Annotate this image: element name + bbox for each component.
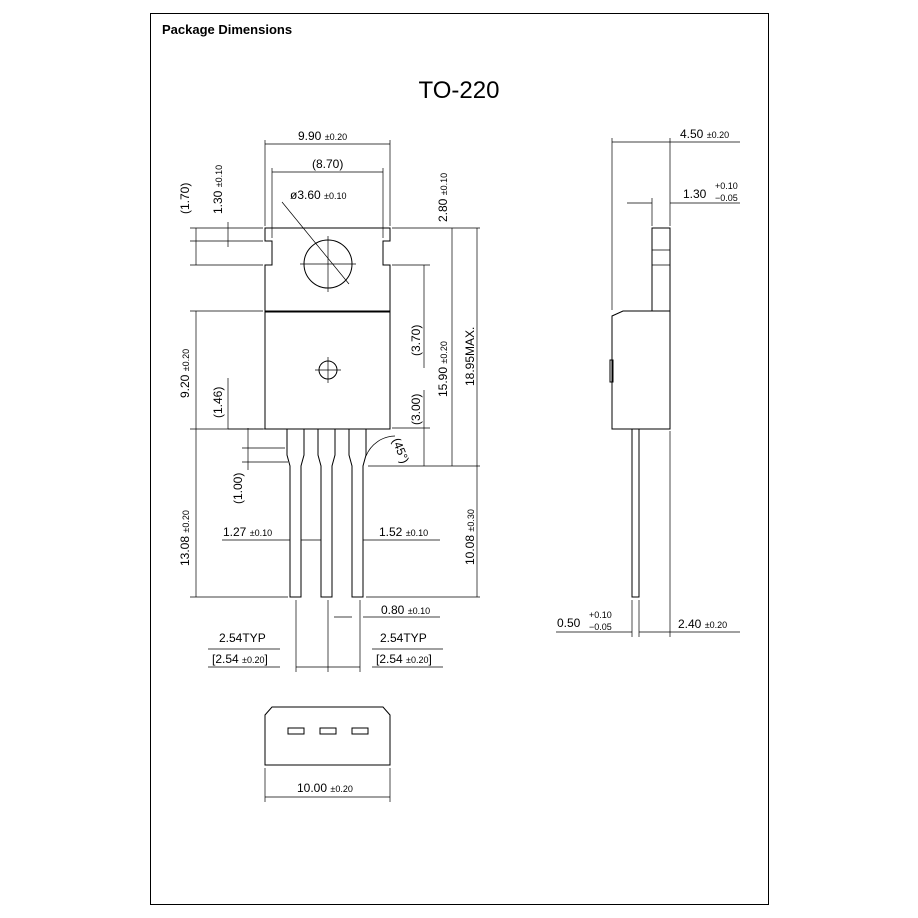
- side-view: [556, 138, 740, 637]
- dim-1-30-side: 1.30: [683, 187, 707, 201]
- dim-10-08: 10.08 ±0.30: [463, 509, 477, 565]
- tab-outline: [264, 227, 391, 312]
- dim-2-40: 2.40 ±0.20: [678, 617, 727, 631]
- dim-1-46: (1.46): [211, 387, 225, 418]
- front-labels: 9.90 ±0.20 (8.70) ø3.60 ±0.10 (1.70) 1.3…: [178, 129, 477, 666]
- section-header: Package Dimensions: [162, 22, 293, 37]
- dim-0-50: 0.50: [557, 616, 581, 630]
- package-title: TO-220: [419, 77, 500, 104]
- front-view: [190, 140, 480, 672]
- dim-width-8-70: (8.70): [312, 157, 343, 171]
- dim-1-30: 1.30 ±0.10: [211, 165, 225, 214]
- dim-1-27: 1.27 ±0.10: [223, 525, 272, 539]
- dim-pitch-left-ref: [2.54 ±0.20]: [212, 652, 268, 666]
- dim-1-30-side-tol-plus: +0.10: [715, 181, 738, 191]
- dim-0-80: 0.80 ±0.10: [381, 603, 430, 617]
- dim-18-95-max: 18.95MAX.: [463, 327, 477, 386]
- dim-4-50: 4.50 ±0.20: [680, 127, 729, 141]
- drawing-frame: [150, 13, 769, 905]
- dim-10-00: 10.00 ±0.20: [297, 781, 353, 795]
- dim-9-20: 9.20 ±0.20: [178, 349, 192, 398]
- dim-hole-diameter: ø3.60 ±0.10: [290, 188, 347, 202]
- dim-angle-45: (45°): [389, 436, 412, 465]
- dim-13-08: 13.08 ±0.20: [178, 510, 192, 566]
- dim-pitch-left: 2.54TYP: [219, 631, 266, 645]
- dim-3-70: (3.70): [409, 325, 423, 356]
- lead-left: [286, 429, 305, 598]
- dim-pitch-right-ref: [2.54 ±0.20]: [376, 652, 432, 666]
- dim-1-30-side-tol-minus: −0.05: [715, 193, 738, 203]
- lead-center: [317, 429, 336, 598]
- dim-0-50-tol-minus: −0.05: [589, 622, 612, 632]
- dim-3-00: (3.00): [409, 394, 423, 425]
- dim-2-80: 2.80 ±0.10: [436, 173, 450, 222]
- dim-0-50-tol-plus: +0.10: [589, 610, 612, 620]
- plastic-body: [264, 311, 391, 430]
- bottom-view: [264, 706, 391, 802]
- dim-width-9-90: 9.90 ±0.20: [298, 129, 347, 143]
- lead-right: [348, 429, 367, 598]
- dim-pitch-right: 2.54TYP: [380, 631, 427, 645]
- dim-1-70: (1.70): [178, 183, 192, 214]
- dim-1-00: (1.00): [231, 473, 245, 504]
- dim-15-90: 15.90 ±0.20: [436, 341, 450, 397]
- dim-1-52: 1.52 ±0.10: [379, 525, 428, 539]
